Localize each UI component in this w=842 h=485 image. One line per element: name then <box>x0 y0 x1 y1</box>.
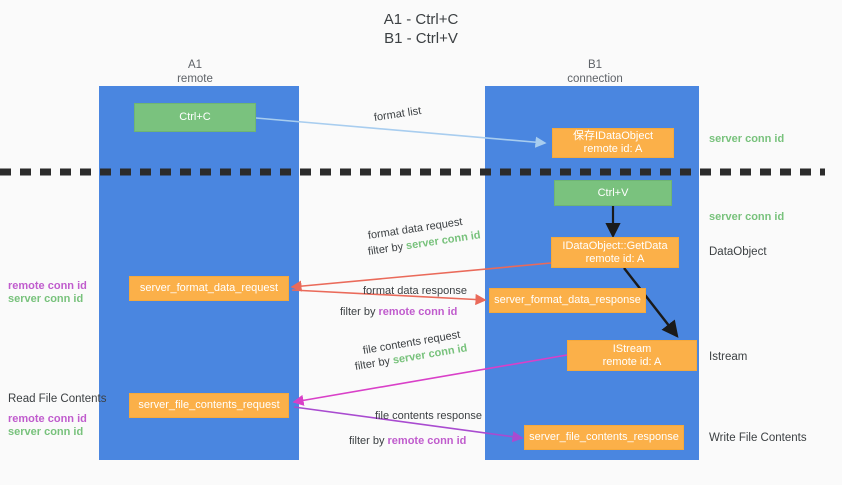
box-server-file-contents-response[interactable]: server_file_contents_response <box>524 425 684 450</box>
label-group1-server-conn-id: server conn id <box>8 293 84 305</box>
label-istream: Istream <box>709 351 748 363</box>
column-header-b1-sub: connection <box>567 73 623 85</box>
label-group2-remote-conn-id: remote conn id <box>8 413 87 425</box>
label-group1-remote-conn-id: remote conn id <box>8 280 87 292</box>
label-format-list: format list <box>373 105 423 124</box>
label-server-conn-id-top: server conn id <box>709 133 785 145</box>
box-getdata-line1: IDataObject::GetData <box>562 239 668 252</box>
label-file-contents-response: file contents response <box>375 410 483 422</box>
box-ctrl-v[interactable]: Ctrl+V <box>554 180 672 206</box>
page-title-line2: B1 - Ctrl+V <box>384 30 458 47</box>
label-read-file-contents: Read File Contents <box>8 393 107 405</box>
box-server-file-contents-request[interactable]: server_file_contents_request <box>129 393 289 418</box>
label-fcreq-filter-prefix: filter by <box>354 354 394 373</box>
box-istream-line1: IStream <box>612 342 652 355</box>
label-fdres-filter-value: remote conn id <box>378 306 458 318</box>
box-server-file-contents-response-label: server_file_contents_response <box>529 431 679 443</box>
box-istream[interactable]: IStream remote id: A <box>567 340 697 371</box>
label-server-conn-id-mid: server conn id <box>709 211 785 223</box>
label-group2-server-conn-id: server conn id <box>8 426 84 438</box>
column-header-b1: B1 connection <box>530 58 660 86</box>
box-server-format-data-request[interactable]: server_format_data_request <box>129 276 289 301</box>
column-header-b1-name: B1 <box>587 59 603 71</box>
box-istream-line2: remote id: A <box>602 355 662 368</box>
label-fcres-filter-prefix: filter by <box>349 435 388 447</box>
box-ctrl-c[interactable]: Ctrl+C <box>134 103 256 132</box>
box-idataobject-getdata[interactable]: IDataObject::GetData remote id: A <box>551 237 679 268</box>
label-write-file-contents: Write File Contents <box>709 432 807 444</box>
box-server-format-data-response[interactable]: server_format_data_response <box>489 288 646 313</box>
box-server-format-data-response-label: server_format_data_response <box>494 294 641 306</box>
label-format-data-response-filter: filter by remote conn id <box>340 305 457 319</box>
label-fdres-filter-prefix: filter by <box>340 306 379 318</box>
column-header-a1-name: A1 <box>187 59 203 71</box>
page-title-line1: A1 - Ctrl+C <box>383 11 459 28</box>
label-fcres-filter-value: remote conn id <box>387 435 467 447</box>
box-save-idataobject-line1: 保存IDataObject <box>572 130 654 142</box>
label-file-contents-response-filter: filter by remote conn id <box>349 434 466 448</box>
column-header-a1: A1 remote <box>130 58 260 86</box>
box-save-idataobject-line2: remote id: A <box>583 143 643 155</box>
box-server-file-contents-request-label: server_file_contents_request <box>138 399 280 411</box>
label-dataobject: DataObject <box>709 246 767 258</box>
label-fdreq-filter-prefix: filter by <box>367 240 407 258</box>
box-ctrl-v-label: Ctrl+V <box>597 186 629 199</box>
box-getdata-line2: remote id: A <box>585 252 645 265</box>
label-format-data-response: format data response <box>363 285 467 297</box>
column-header-a1-sub: remote <box>177 73 213 85</box>
box-save-idataobject[interactable]: 保存IDataObject remote id: A <box>552 128 674 158</box>
box-server-format-data-request-label: server_format_data_request <box>139 282 279 294</box>
box-ctrl-c-label: Ctrl+C <box>179 111 211 123</box>
